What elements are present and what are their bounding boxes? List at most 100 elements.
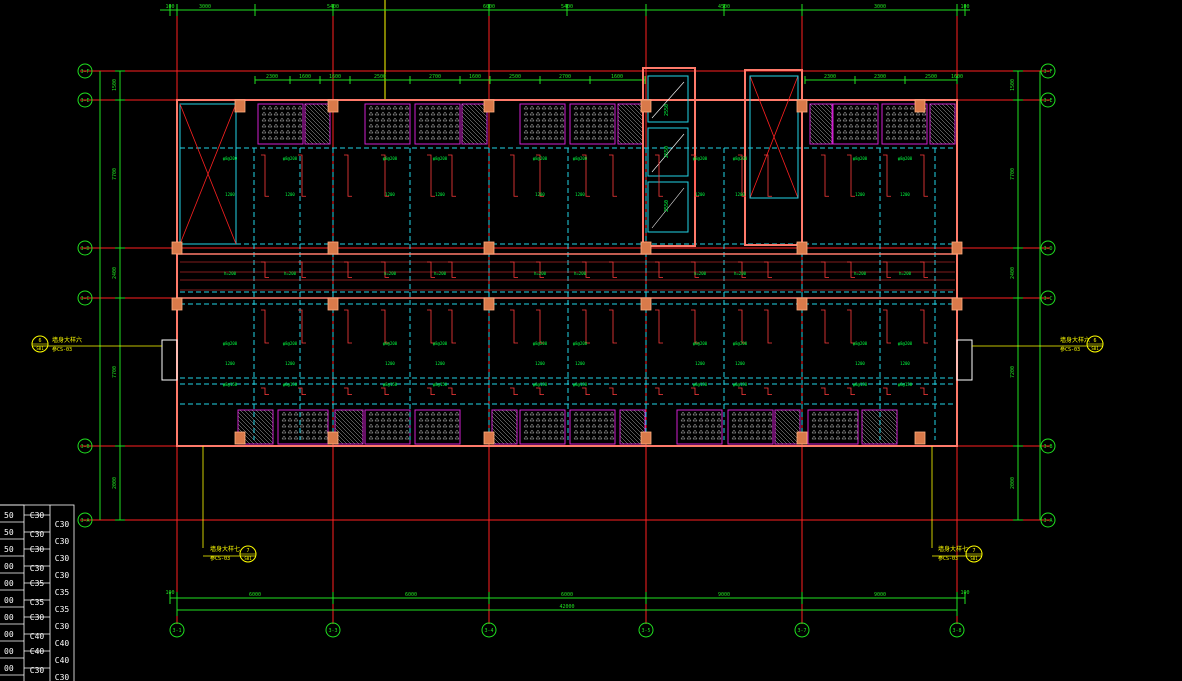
hatch-mark (860, 123, 866, 128)
hatch-mark (597, 129, 603, 134)
hatch-box (257, 103, 304, 145)
hatch-mark (686, 417, 692, 422)
hatch-mark (541, 435, 547, 440)
hatch-mark (368, 435, 374, 440)
hatch-mark (547, 123, 553, 128)
hatch-mark (323, 435, 329, 440)
diag-hatch (809, 135, 819, 145)
rebar-label: 1200 (385, 361, 395, 366)
hatch-mark (430, 429, 436, 434)
axis-bubble (481, 622, 497, 638)
hatch-mark (704, 423, 710, 428)
hatch-mark (609, 123, 615, 128)
rebar-hook (609, 154, 617, 197)
hatch-mark (591, 117, 597, 122)
structural-column (234, 99, 246, 113)
hatch-mark (380, 435, 386, 440)
hatch-mark (297, 105, 303, 110)
hatch-mark (909, 105, 915, 110)
hatch-mark (430, 423, 436, 428)
hatch-mark (704, 411, 710, 416)
hatch-mark (755, 429, 761, 434)
hatch-mark (287, 423, 293, 428)
hatch-mark (368, 105, 374, 110)
hatch-mark (903, 129, 909, 134)
hatch-mark (848, 117, 854, 122)
table-cell-grade: C30 (30, 545, 45, 554)
hatch-mark (311, 423, 317, 428)
diag-hatch (513, 409, 518, 414)
hatch-mark (692, 423, 698, 428)
rebar-hook (536, 154, 544, 197)
hatch-mark (597, 429, 603, 434)
rebar-label: φ8@200 (733, 341, 748, 346)
structural-column (483, 297, 495, 311)
hatch-mark (579, 123, 585, 128)
hatch-mark (767, 423, 773, 428)
hatch-mark (817, 411, 823, 416)
hatch-box (519, 409, 566, 445)
hatch-mark (609, 435, 615, 440)
hatch-mark (368, 423, 374, 428)
hatch-mark (579, 135, 585, 140)
hatch-mark (448, 123, 454, 128)
diag-hatch (247, 409, 274, 436)
hatch-mark (609, 417, 615, 422)
diag-hatch (861, 423, 883, 445)
hatch-mark (287, 417, 293, 422)
hatch-box (727, 409, 774, 445)
hatch-mark (418, 429, 424, 434)
hatch-mark (891, 117, 897, 122)
rebar-hook (536, 387, 544, 395)
hatch-mark (553, 129, 559, 134)
hatch-mark (743, 417, 749, 422)
hatch-mark (547, 417, 553, 422)
diag-hatch (625, 409, 646, 430)
hatch-mark (535, 105, 541, 110)
hatch-mark (261, 135, 267, 140)
diag-hatch (497, 409, 518, 430)
callout-text: 墙身大样七 (210, 545, 240, 553)
rebar-hook (738, 387, 746, 395)
hatch-mark (737, 417, 743, 422)
hatch-box (832, 103, 879, 145)
row-axis-label: 3-F (80, 69, 89, 75)
table-cell-grade: C40 (30, 647, 45, 656)
structural-column (483, 241, 495, 255)
hatch-mark (529, 429, 535, 434)
hatch-mark (535, 123, 541, 128)
rebar-hook (847, 387, 855, 395)
diag-hatch (949, 103, 956, 110)
diag-hatch (929, 139, 935, 145)
hatch-box (569, 409, 616, 445)
hatch-mark (591, 129, 597, 134)
hatch-mark (585, 111, 591, 116)
rebar-hook (510, 309, 518, 344)
diag-hatch (861, 427, 879, 445)
table-cell-grade: C30 (30, 530, 45, 539)
diag-hatch (861, 411, 895, 445)
hatch-box (364, 409, 411, 445)
hatch-mark (430, 105, 436, 110)
hatch-mark (835, 411, 841, 416)
hatch-mark (921, 123, 927, 128)
dim-text: 2500 (374, 74, 386, 80)
hatch-mark (835, 429, 841, 434)
hatch-mark (591, 411, 597, 416)
hatch-mark (442, 423, 448, 428)
hatch-mark (817, 435, 823, 440)
diag-hatch (929, 135, 939, 145)
rebar-hook (764, 309, 772, 344)
hatch-mark (436, 417, 442, 422)
hatch-mark (454, 411, 460, 416)
hatch-mark (299, 435, 305, 440)
diag-hatch (263, 409, 274, 420)
callout-sub: 参CS-03 (938, 555, 958, 562)
diag-hatch (871, 409, 898, 436)
hatch-mark (603, 111, 609, 116)
hatch-mark (829, 435, 835, 440)
hatch-mark (897, 129, 903, 134)
hatch-mark (842, 135, 848, 140)
rebar-hook (655, 154, 663, 197)
hatch-mark (404, 111, 410, 116)
